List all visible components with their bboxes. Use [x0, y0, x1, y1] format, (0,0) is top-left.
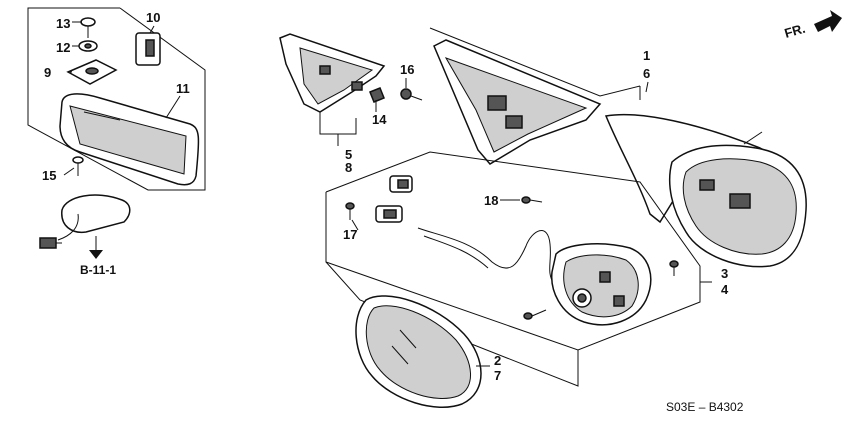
callout-9: 9: [44, 65, 51, 80]
actuator-group: [325, 151, 712, 387]
wire-harness-icon: [417, 227, 555, 285]
screw-17-icon: [345, 202, 355, 220]
outer-mirror-frame: [429, 27, 641, 97]
callout-10: 10: [146, 10, 160, 25]
connector-icon: [389, 175, 413, 193]
outer-mirror-group: [429, 27, 807, 268]
screw-icon: [669, 260, 679, 276]
inside-mirror-frame: [27, 7, 206, 191]
callout-6: 6: [643, 66, 650, 81]
callout-17: 17: [343, 227, 357, 242]
callout-4: 4: [721, 282, 729, 297]
callout-8: 8: [345, 160, 352, 175]
callout-13: 13: [56, 16, 70, 31]
callout-14: 14: [372, 112, 387, 127]
callout-2: 2: [494, 353, 501, 368]
inner-garnish-group: [279, 33, 423, 146]
callout-18: 18: [484, 193, 498, 208]
screw-icon: [523, 309, 547, 320]
callout-1: 1: [643, 48, 650, 63]
front-direction-label: FR.: [783, 21, 807, 41]
callout-15: 15: [42, 168, 56, 183]
reference-arrow-icon: [89, 236, 103, 259]
callout-5: 5: [345, 147, 352, 162]
callout-7: 7: [494, 368, 501, 383]
actuator-frame: [325, 151, 701, 351]
actuator-motor-icon: [551, 243, 652, 326]
diagram-code: S03E – B4302: [666, 400, 744, 414]
connector-icon: [375, 205, 403, 223]
screw-18-icon: [521, 196, 543, 204]
screw-16-icon: [400, 78, 423, 101]
mirror-base-9-icon: [66, 59, 118, 85]
lower-cover-icon: [39, 194, 131, 249]
cover-10-icon: [135, 32, 161, 66]
reference-label: B-11-1: [80, 263, 116, 277]
callout-3: 3: [721, 266, 728, 281]
mirror-glass-group: [355, 295, 490, 408]
inside-mirror-group: [27, 7, 206, 259]
callout-12: 12: [56, 40, 70, 55]
clip-14-icon: [369, 87, 385, 112]
callout-16: 16: [400, 62, 414, 77]
callout-11: 11: [176, 81, 190, 96]
screw-13-icon: [80, 17, 96, 38]
washer-12-icon: [78, 40, 98, 52]
screw-15-icon: [72, 156, 84, 176]
front-direction-arrow-icon: [814, 10, 842, 32]
rearview-mirror-11-icon: [59, 93, 200, 186]
